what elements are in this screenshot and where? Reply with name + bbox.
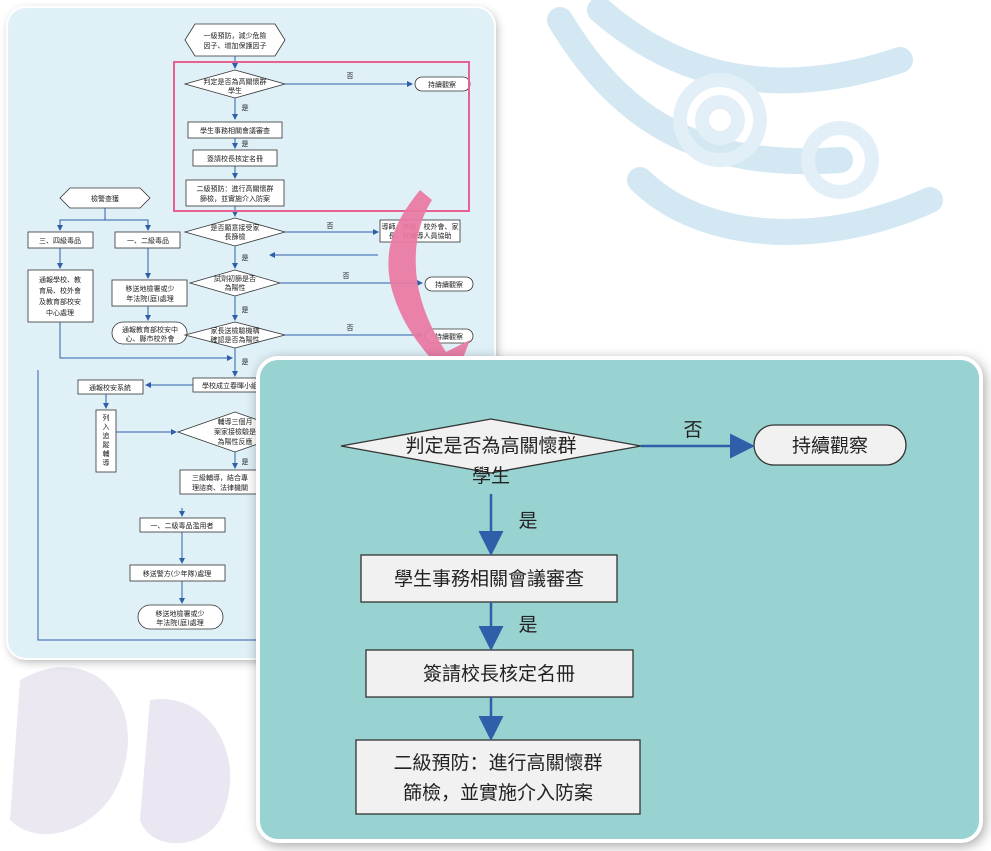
zoom-principal-approve-node	[365, 649, 634, 698]
no-label-1: 否	[347, 72, 354, 80]
willing-decision	[183, 217, 287, 247]
drug-34-label: 三、四級毒品	[39, 236, 81, 245]
notify-agencies-label-1: 通報學校、教	[39, 275, 81, 284]
coop-label-1: 導師、年段、校外會、家	[382, 222, 459, 231]
notify-moe-label-2: 心、縣市校外會	[126, 334, 175, 343]
tertiary-node	[179, 469, 261, 495]
parents-confirm-label-2: 確認是否為陽性	[211, 335, 260, 344]
wing-ornament	[547, 0, 943, 245]
refer-prosecutor-label-2: 年法院(庭)處理	[126, 294, 173, 303]
campus-system-node	[77, 379, 144, 395]
zoom-yes-label-2: 是	[518, 614, 537, 636]
yes-label-3: 是	[242, 254, 249, 262]
tertiary-label-1: 三級輔導，結合專	[192, 473, 248, 482]
notify-agencies-label-2: 育局、校外會	[39, 286, 81, 295]
refer-prosecutor-2-label-2: 年法院(庭)處理	[156, 618, 203, 627]
refer-prosecutor-2-node	[137, 604, 224, 630]
police-juvenile-node	[129, 564, 226, 582]
zoom-no-label: 否	[683, 419, 702, 441]
counsel-label-2: 案家接檢驗是	[214, 427, 256, 436]
parents-confirm-label-1: 家長送檢驗機構	[211, 326, 260, 335]
secondary-label-2: 篩檢，並實施介入防案	[200, 194, 270, 203]
floral-ornament	[10, 667, 231, 844]
swirl-ornament	[673, 73, 879, 199]
reagent-label-1: 試劑初篩是否	[214, 274, 256, 283]
start-label-2: 因子、增加保護因子	[204, 41, 267, 50]
tertiary-label-2: 理諮商、法律機關	[192, 483, 248, 492]
full-flowchart: 一級預防，減少危險 因子、增加保護因子 判定是否為高關懷群 學生 否 持續觀察 …	[27, 23, 491, 643]
zoom-student-affairs-node	[360, 554, 618, 603]
no-label-4: 否	[347, 324, 354, 332]
zoom-connectors	[478, 433, 755, 741]
zoom-student-affairs-label: 學生事務相關會議審查	[394, 568, 584, 590]
start-node	[184, 23, 286, 57]
tracking-label-1: 列	[103, 413, 110, 422]
notify-agencies-label-3: 及教育部校安	[39, 297, 81, 306]
continue-observe-label-1: 持續觀察	[428, 80, 456, 89]
principal-approve-label: 簽請校長核定名冊	[207, 154, 263, 163]
police-check-label: 檢警查獲	[91, 194, 119, 203]
counsel-label-1: 輔導三個月	[218, 417, 253, 426]
no-label-3: 否	[343, 272, 350, 280]
tracking-label-5: 輔	[103, 449, 110, 458]
willing-label-2: 長篩檢	[225, 232, 246, 241]
refer-prosecutor-2-label-1: 移送地檢署或少	[156, 609, 205, 618]
decision1-label-1: 判定是否為高關懷群	[204, 77, 267, 86]
form-group-label: 學校成立春暉小組	[202, 381, 258, 390]
campus-system-label: 通報校安系統	[89, 383, 131, 392]
willing-label-1: 是否願意接受家	[211, 223, 260, 232]
tracking-label-6: 導	[103, 458, 110, 467]
notify-moe-node	[111, 321, 188, 345]
student-affairs-label: 學生事務相關會議審查	[200, 126, 270, 135]
notify-moe-label-1: 通報教育部校安中	[122, 325, 178, 334]
zoom-labels: 判定是否為高關懷群 學生 否 持續觀察 是 學生事務相關會議審查 是 簽請校長核…	[393, 419, 868, 804]
yes-label-1: 是	[242, 104, 249, 112]
drug-12-label: 一、二級毒品	[127, 236, 169, 245]
zoom-continue-observe-label: 持續觀察	[792, 435, 868, 457]
zoomed-flowchart-panel: 判定是否為高關懷群 學生 否 持續觀察 是 學生事務相關會議審查 是 簽請校長核…	[256, 356, 983, 843]
yes-label-2: 是	[242, 140, 249, 148]
yes-label-5: 是	[242, 358, 249, 366]
zoom-secondary-prevention-node	[355, 739, 641, 815]
tracking-label-2: 入	[103, 423, 110, 431]
secondary-prevention-node	[185, 179, 285, 207]
start-label-1: 一級預防，減少危險	[204, 31, 267, 40]
notify-agencies-label-4: 中心處理	[46, 308, 74, 317]
refer-prosecutor-label-1: 移送地檢署或少	[126, 284, 175, 293]
tracking-node	[95, 409, 117, 473]
reagent-label-2: 為陽性	[225, 283, 246, 292]
zoom-decision-label-1: 判定是否為高關懷群	[405, 435, 576, 457]
police-juvenile-label: 移送警方(少年隊)處理	[143, 569, 211, 578]
decision1-label-2: 學生	[228, 86, 242, 95]
reagent-decision	[188, 269, 282, 297]
zoom-secondary-label-2: 篩檢，並實施介入防案	[403, 782, 593, 804]
tracking-label-3: 追	[103, 431, 110, 440]
continue-observe-label-2: 持續觀察	[435, 280, 463, 289]
yes-label-4: 是	[242, 306, 249, 314]
police-check-node	[59, 187, 151, 209]
highlight-box	[173, 61, 470, 212]
zoomed-flowchart: 判定是否為高關懷群 學生 否 持續觀察 是 學生事務相關會議審查 是 簽請校長核…	[340, 418, 907, 815]
secondary-label-1: 二級預防：進行高關懷群	[197, 184, 274, 193]
coop-label-2: 長、校輔導人員協助	[389, 231, 452, 240]
tracking-label-4: 蹤	[103, 440, 110, 449]
parents-confirm-decision	[183, 321, 287, 349]
counsel-label-3: 為陽性反應	[218, 437, 253, 446]
zoom-decision-label-2: 學生	[472, 465, 510, 487]
drug-user-label: 一、二級毒品濫用者	[151, 521, 214, 530]
refer-prosecutor-node	[111, 279, 188, 307]
yes-label-6: 是	[242, 458, 249, 466]
zoom-yes-label-1: 是	[518, 510, 537, 532]
zoom-secondary-label-1: 二級預防：進行高關懷群	[393, 752, 602, 774]
zoom-principal-approve-label: 簽請校長核定名冊	[423, 663, 575, 685]
no-label-2: 否	[327, 222, 334, 230]
continue-observe-label-3: 持續觀察	[435, 332, 463, 341]
